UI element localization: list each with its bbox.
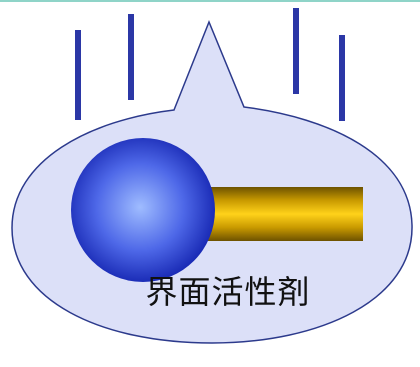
hydrophobic-tail-icon bbox=[205, 187, 363, 241]
vertical-bar-icon bbox=[293, 8, 299, 94]
vertical-bar-icon bbox=[128, 14, 134, 100]
vertical-bar-icon bbox=[75, 30, 81, 120]
hydrophilic-head-icon bbox=[71, 138, 215, 282]
vertical-bar-icon bbox=[339, 35, 345, 121]
surfactant-label: 界面活性剤 bbox=[145, 273, 310, 311]
